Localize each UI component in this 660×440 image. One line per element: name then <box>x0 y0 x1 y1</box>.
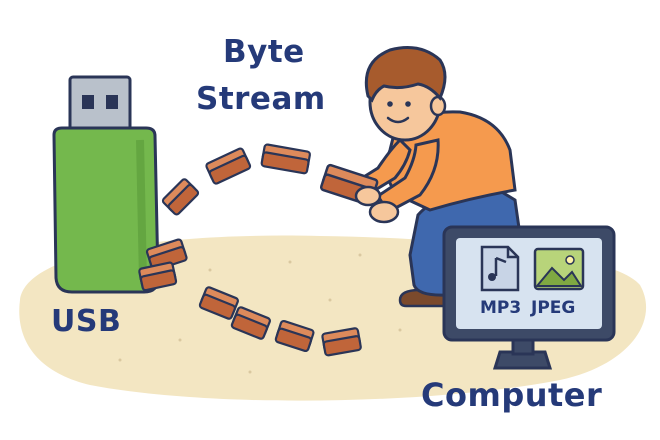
usb-label: USB <box>51 304 122 339</box>
computer-label: Computer <box>421 376 603 414</box>
monitor-file-label-jpeg: JPEG <box>530 298 575 318</box>
usb-drive <box>52 75 160 294</box>
music-file-icon <box>480 245 520 292</box>
computer-monitor: MP3 JPEG <box>442 225 616 370</box>
image-file-icon <box>533 247 585 291</box>
monitor-file-label-mp3: MP3 <box>480 298 521 318</box>
title-byte: Byte <box>223 34 305 70</box>
hair <box>364 46 447 103</box>
upper-byte-stream <box>161 143 311 216</box>
lower-byte-stream <box>138 238 362 357</box>
title-stream: Stream <box>196 81 326 117</box>
